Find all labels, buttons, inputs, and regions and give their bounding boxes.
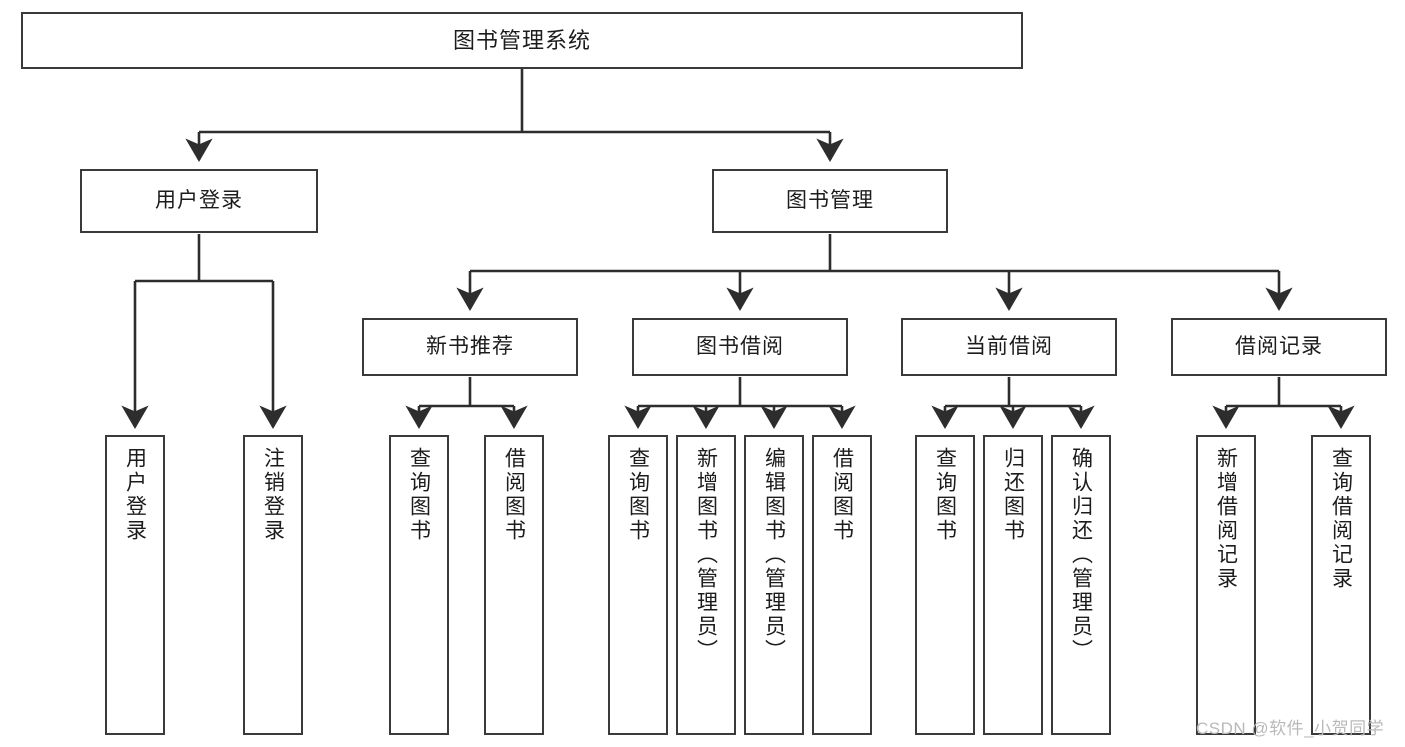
node-leaf-cur-confirm[interactable]: 确认归还（管理员） — [1051, 435, 1111, 735]
node-leaf-user-login-label: 用户登录 — [123, 447, 147, 543]
node-book-borrow[interactable]: 图书借阅 — [632, 318, 848, 376]
node-leaf-borrow-edit[interactable]: 编辑图书（管理员） — [744, 435, 804, 735]
node-leaf-rec-query[interactable]: 查询图书 — [389, 435, 449, 735]
node-leaf-cur-query[interactable]: 查询图书 — [915, 435, 975, 735]
node-book-borrow-label: 图书借阅 — [696, 334, 784, 358]
node-leaf-rec-add[interactable]: 新增借阅记录 — [1196, 435, 1256, 735]
node-leaf-cur-return[interactable]: 归还图书 — [983, 435, 1043, 735]
node-book-manage-label: 图书管理 — [786, 188, 874, 212]
node-user-login[interactable]: 用户登录 — [80, 169, 318, 233]
node-leaf-borrow-edit-label: 编辑图书（管理员） — [762, 447, 786, 663]
node-leaf-borrow-query[interactable]: 查询图书 — [608, 435, 668, 735]
node-leaf-rec-query-label: 查询图书 — [407, 447, 431, 543]
node-current-borrow[interactable]: 当前借阅 — [901, 318, 1117, 376]
node-new-book-rec-label: 新书推荐 — [426, 334, 514, 358]
node-user-login-label: 用户登录 — [155, 188, 243, 212]
node-new-book-rec[interactable]: 新书推荐 — [362, 318, 578, 376]
node-leaf-cur-return-label: 归还图书 — [1001, 447, 1025, 543]
node-leaf-cur-query-label: 查询图书 — [933, 447, 957, 543]
node-leaf-rec-add-label: 新增借阅记录 — [1214, 447, 1238, 591]
node-leaf-borrow-add-label: 新增图书（管理员） — [694, 447, 718, 663]
node-leaf-rec-borrow[interactable]: 借阅图书 — [484, 435, 544, 735]
node-current-borrow-label: 当前借阅 — [965, 334, 1053, 358]
node-leaf-borrow-take[interactable]: 借阅图书 — [812, 435, 872, 735]
node-book-manage[interactable]: 图书管理 — [712, 169, 948, 233]
node-borrow-record-label: 借阅记录 — [1235, 334, 1323, 358]
node-root-label: 图书管理系统 — [452, 27, 591, 53]
node-leaf-rec-borrow-label: 借阅图书 — [502, 447, 526, 543]
node-borrow-record[interactable]: 借阅记录 — [1171, 318, 1387, 376]
node-leaf-logout[interactable]: 注销登录 — [243, 435, 303, 735]
node-leaf-rec-search[interactable]: 查询借阅记录 — [1311, 435, 1371, 735]
node-leaf-logout-label: 注销登录 — [261, 447, 285, 543]
node-leaf-cur-confirm-label: 确认归还（管理员） — [1069, 447, 1093, 663]
node-leaf-borrow-add[interactable]: 新增图书（管理员） — [676, 435, 736, 735]
csdn-watermark: CSDN @软件_小贺同学 — [1196, 719, 1385, 738]
node-leaf-borrow-take-label: 借阅图书 — [830, 447, 854, 543]
node-root[interactable]: 图书管理系统 — [21, 12, 1023, 69]
node-leaf-user-login[interactable]: 用户登录 — [105, 435, 165, 735]
node-leaf-rec-search-label: 查询借阅记录 — [1329, 447, 1353, 591]
node-leaf-borrow-query-label: 查询图书 — [626, 447, 650, 543]
